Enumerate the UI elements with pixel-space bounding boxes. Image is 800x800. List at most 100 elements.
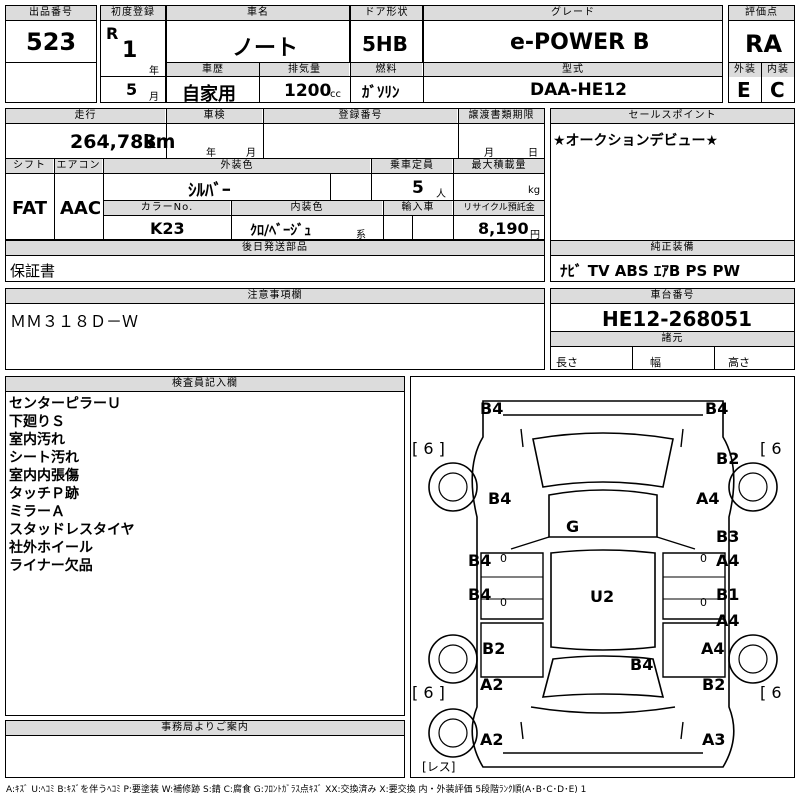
tire-tread-front-right: [ 6 — [760, 439, 782, 458]
damage-mark: A4 — [696, 489, 720, 508]
car-outline-diagram — [428, 400, 778, 768]
door-type: 5HB — [362, 32, 408, 56]
ext-color-label: 外装色 — [104, 159, 370, 173]
tire-tread-rear-right: [ 6 — [760, 683, 782, 702]
length-label: 長さ — [556, 356, 578, 369]
shift-label: シフト — [6, 159, 53, 173]
month-unit: 月 — [149, 92, 159, 103]
color-no-label: カラーNo. — [104, 201, 230, 215]
color-number: K23 — [150, 219, 185, 238]
damage-mark: B2 — [716, 449, 740, 468]
inspector-line: 室内内張傷 — [9, 468, 79, 484]
mileage-section — [5, 108, 545, 240]
damage-mark: A4 — [716, 551, 740, 570]
zero-mark: 0 — [500, 596, 507, 609]
exterior-color: ｼﾙﾊﾞｰ — [188, 181, 231, 201]
interior-label: 内装 — [762, 63, 794, 77]
model-code: DAA-HE12 — [530, 80, 627, 100]
car-name-label: 車名 — [167, 6, 349, 20]
equipment: ﾅﾋﾞ TV ABS ｴｱB PS PW — [560, 262, 741, 280]
fuel-type: ｶﾞｿﾘﾝ — [362, 83, 400, 101]
inspector-line: 室内汚れ — [9, 432, 65, 448]
tire-tread-rear-left: [ 6 ] — [412, 683, 445, 702]
spare-tire-status: [レス] — [422, 760, 456, 774]
width-label: 幅 — [650, 356, 661, 369]
score-label: 評価点 — [729, 6, 794, 20]
damage-mark: A4 — [716, 611, 740, 630]
damage-mark: B3 — [716, 527, 740, 546]
inspector-notes: センターピラーＵ 下廻りＳ 室内汚れ シート汚れ 室内内張傷 タッチＰ跡 ミラー… — [9, 395, 135, 575]
damage-mark: U2 — [590, 587, 615, 606]
office-label: 事務局よりご案内 — [6, 721, 404, 735]
max-load-label: 最大積載量 — [454, 159, 544, 173]
zero-mark: 0 — [700, 596, 707, 609]
transfer-day-unit: 日 — [528, 148, 538, 159]
car-name: ノート — [232, 36, 299, 61]
damage-mark: B2 — [702, 675, 726, 694]
inspector-line: ライナー欠品 — [9, 558, 93, 574]
lot-number-label: 出品番号 — [6, 6, 96, 20]
capacity-unit: 人 — [436, 189, 446, 200]
damage-mark: A2 — [480, 675, 504, 694]
plate-label: 登録番号 — [264, 109, 457, 123]
sales-point: ★オークションデビュー★ — [553, 133, 719, 149]
recycle-label: リサイクル預託金 — [454, 201, 544, 215]
displacement-label: 排気量 — [260, 63, 349, 77]
damage-mark: A3 — [702, 730, 726, 749]
grade: e-POWER B — [510, 30, 650, 55]
max-load-unit: kg — [528, 185, 541, 196]
vehicle-history: 自家用 — [182, 84, 236, 105]
exterior-label: 外装 — [729, 63, 761, 77]
capacity-label: 乗車定員 — [372, 159, 452, 173]
inspection-month-unit: 月 — [246, 148, 256, 159]
damage-mark: B4 — [488, 489, 512, 508]
mileage: 264,783 — [70, 131, 157, 153]
displacement: 1200 — [284, 81, 332, 101]
fuel-label: 燃料 — [351, 63, 422, 77]
model-label: 型式 — [424, 63, 722, 77]
registration-year: 1 — [122, 38, 138, 63]
chassis-number: HE12-268051 — [602, 307, 753, 331]
inspector-line: ミラーＡ — [9, 504, 65, 520]
damage-mark: G — [566, 517, 580, 536]
registration-month: 5 — [126, 80, 138, 99]
exterior-grade: E — [737, 78, 751, 102]
damage-mark: B2 — [482, 639, 506, 658]
year-unit: 年 — [149, 66, 159, 77]
interior-grade: C — [770, 78, 785, 102]
inspector-line: 社外ホイール — [9, 540, 93, 556]
notes-label: 注意事項欄 — [6, 289, 544, 303]
shift-type: FAT — [12, 198, 48, 219]
ac-label: エアコン — [55, 159, 102, 173]
inspection-year-unit: 年 — [206, 148, 216, 159]
damage-mark: B4 — [468, 585, 492, 604]
import-label: 輸入車 — [384, 201, 452, 215]
inspector-line: タッチＰ跡 — [9, 486, 79, 502]
inspector-line: スタッドレスタイヤ — [9, 522, 135, 538]
transfer-label: 譲渡書類期限 — [459, 109, 544, 123]
int-color-label: 内装色 — [232, 201, 382, 215]
interior-color: ｸﾛ/ﾍﾞｰｼﾞｭ — [250, 223, 312, 239]
inspector-box — [5, 376, 405, 716]
later-parts-label: 後日発送部品 — [6, 241, 544, 255]
history-label: 車歴 — [167, 63, 259, 77]
tire-tread-front-left: [ 6 ] — [412, 439, 445, 458]
first-registration-box — [100, 5, 166, 103]
first-registration-label: 初度登録 — [101, 6, 165, 20]
damage-mark: A2 — [480, 730, 504, 749]
door-label: ドア形状 — [351, 6, 422, 20]
later-parts: 保証書 — [10, 262, 56, 280]
recycle-deposit: 8,190 — [478, 219, 529, 238]
damage-mark: B4 — [630, 655, 654, 674]
transfer-month-unit: 月 — [484, 148, 494, 159]
dims-label: 諸元 — [551, 332, 794, 346]
inspection-label: 車検 — [167, 109, 262, 123]
lot-number-box — [5, 5, 97, 103]
recycle-unit: 円 — [530, 230, 540, 241]
inspector-line: 下廻りＳ — [9, 414, 65, 430]
interior-color-suffix: 系 — [356, 230, 366, 241]
chassis-label: 車台番号 — [551, 289, 794, 303]
damage-mark: B4 — [480, 399, 504, 418]
damage-mark: B4 — [705, 399, 729, 418]
zero-mark: 0 — [500, 552, 507, 565]
